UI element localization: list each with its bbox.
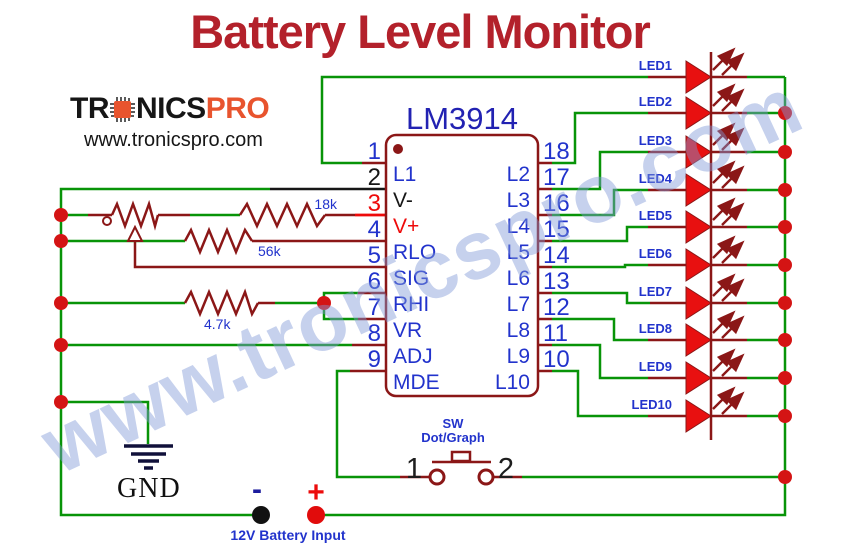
pin-number: 4 <box>368 216 381 243</box>
battery-negative-terminal <box>252 506 270 524</box>
pin9-to-switch-wire <box>335 369 429 479</box>
switch-terminal-2-label: 2 <box>498 453 514 485</box>
pin1-to-led1-wire <box>320 75 648 165</box>
logo-text-pro: PRO <box>205 92 270 125</box>
pin-label: L10 <box>495 371 530 394</box>
pin-number: 13 <box>543 268 570 295</box>
resistor-56k <box>183 226 254 256</box>
logo-text-nics: NICS <box>136 92 206 125</box>
pin-label: L6 <box>507 267 530 290</box>
dot-graph-switch: SW Dot/Graph 1 2 <box>406 416 514 486</box>
switch-terminal-1 <box>428 468 446 486</box>
pin-label: L2 <box>507 163 530 186</box>
switch-terminal-2 <box>477 468 495 486</box>
led-triangle <box>685 60 712 94</box>
pin-label: RLO <box>393 241 436 264</box>
led-row-5: LED5 <box>639 197 785 244</box>
ground-branch <box>61 400 173 470</box>
junction-dots <box>54 106 792 484</box>
right-pin-routes <box>538 111 650 418</box>
pin-label: V+ <box>393 215 419 238</box>
pin-label: SIG <box>393 267 429 290</box>
pin-label: L3 <box>507 189 530 212</box>
pin-number: 7 <box>368 294 381 321</box>
led-label: LED7 <box>639 284 672 299</box>
positive-sign: + <box>307 476 325 509</box>
pin3-net <box>61 199 386 231</box>
pin-label: L4 <box>507 215 531 238</box>
led-label: LED3 <box>639 133 672 148</box>
chip-icon <box>110 96 135 122</box>
pin-number: 17 <box>543 164 570 191</box>
led-row-4: LED4 <box>639 160 785 207</box>
led-label: LED2 <box>639 94 672 109</box>
switch-mode-label: Dot/Graph <box>421 430 485 445</box>
pin-label: VR <box>393 319 422 342</box>
led-row-8: LED8 <box>639 310 785 357</box>
pin-number: 10 <box>543 346 570 373</box>
pin-label: V- <box>393 189 413 212</box>
switch-terminal-1-label: 1 <box>406 453 422 485</box>
led-label: LED10 <box>632 397 672 412</box>
tronicspro-logo: TR NICS PRO <box>70 92 270 126</box>
pin-label: L1 <box>393 163 416 186</box>
gnd-label: GND <box>117 473 181 504</box>
pin-number: 5 <box>368 242 381 269</box>
led-row-6: LED6 <box>639 235 785 282</box>
page-title: Battery Level Monitor <box>190 5 651 58</box>
pin-number: 18 <box>543 138 570 165</box>
led-row-1: LED1 <box>639 47 785 94</box>
pin-number: 2 <box>368 164 381 191</box>
pin-label: RHI <box>393 293 429 316</box>
pin-number: 15 <box>543 216 570 243</box>
switch-button <box>450 450 472 463</box>
ic-lm3914: LM3914 1 2 3 4 5 6 7 8 9 L1 V- V+ RLO SI… <box>368 101 570 398</box>
pin-number: 9 <box>368 346 381 373</box>
resistor-4-7k-value: 4.7k <box>204 316 231 332</box>
resistor-56k-value: 56k <box>258 243 282 259</box>
switch-name: SW <box>443 416 465 431</box>
logo-text-tr: TR <box>70 92 110 125</box>
pin-number: 16 <box>543 190 570 217</box>
led-emission-arrow <box>721 52 745 76</box>
pin-number: 6 <box>368 268 381 295</box>
pin-number: 8 <box>368 320 381 347</box>
pot-wiper-arrow <box>126 224 144 242</box>
led-label: LED4 <box>639 171 673 186</box>
pin6-pin7-net <box>61 288 386 321</box>
resistor-4-7k <box>183 288 260 318</box>
resistor-18k <box>238 200 327 230</box>
led-row-10: LED10 <box>632 386 785 433</box>
potentiometer-body <box>110 199 160 231</box>
pin-label: L7 <box>507 293 530 316</box>
led-label: LED6 <box>639 246 672 261</box>
ic-name: LM3914 <box>406 101 518 136</box>
pin4-net <box>61 226 386 256</box>
pin-number: 3 <box>368 190 381 217</box>
battery-input: - + 12V Battery Input <box>230 473 345 543</box>
pin-label: L5 <box>507 241 530 264</box>
led-label: LED1 <box>639 58 672 73</box>
pin-label: ADJ <box>393 345 433 368</box>
logo-website: www.tronicspro.com <box>84 129 263 151</box>
pin-label: MDE <box>393 371 440 394</box>
led-row-7: LED7 <box>639 273 785 320</box>
pin1-marker-dot <box>393 144 403 154</box>
negative-sign: - <box>252 473 262 506</box>
pot-wiper-to-pin5-wire <box>126 224 386 269</box>
pin-number: 11 <box>543 320 568 347</box>
pin-label: L8 <box>507 319 530 342</box>
pin-number: 14 <box>543 242 570 269</box>
resistor-18k-value: 18k <box>314 196 338 212</box>
led-label: LED9 <box>639 359 672 374</box>
pot-terminal-circle <box>102 216 112 226</box>
pin-label: L9 <box>507 345 530 368</box>
led-label: LED5 <box>639 208 672 223</box>
left-bus-wire <box>59 187 270 517</box>
pin-number: 12 <box>543 294 570 321</box>
battery-positive-terminal <box>307 506 325 524</box>
battery-input-label: 12V Battery Input <box>230 527 345 543</box>
pin-number: 1 <box>368 138 381 165</box>
led-label: LED8 <box>639 321 672 336</box>
